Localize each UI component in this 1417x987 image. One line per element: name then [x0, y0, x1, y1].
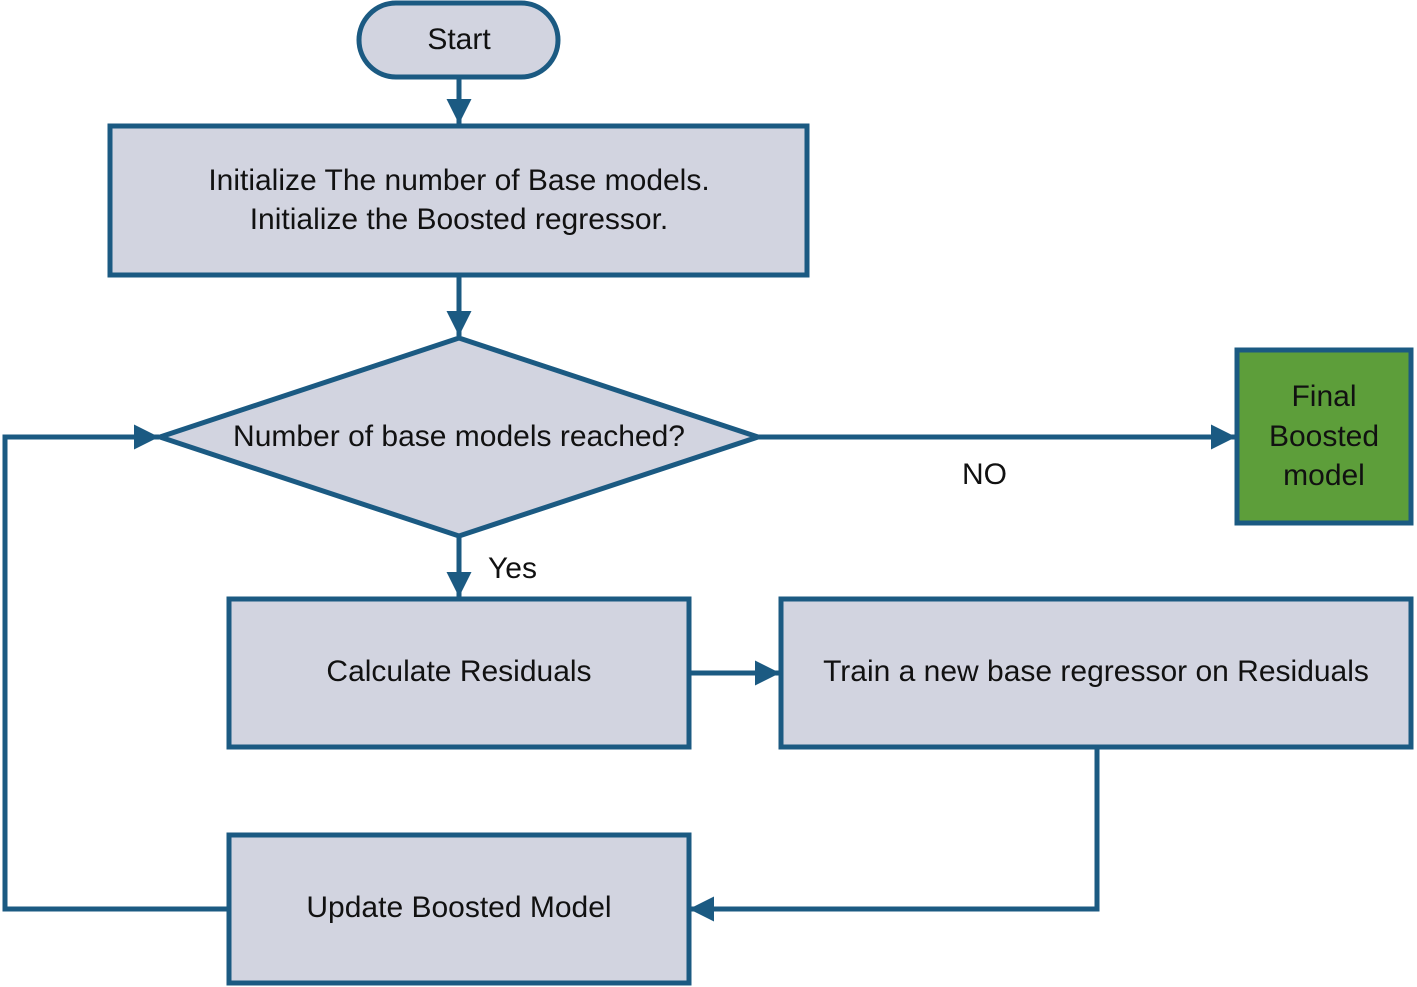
- final-model-label-line1: Final: [1291, 380, 1356, 413]
- initialize-node: Initialize The number of Base models. In…: [107, 123, 810, 278]
- final-model-label-line2: Boosted: [1269, 420, 1379, 453]
- arrow-train-to-update: [689, 747, 1100, 922]
- initialize-shape: [107, 123, 810, 278]
- connectors: [2, 77, 1236, 922]
- update-model-shape: [226, 832, 692, 986]
- calc-residuals-node: Calculate Residuals: [226, 596, 692, 750]
- calc-residuals-label: Calculate Residuals: [326, 655, 591, 688]
- final-model-shape: [1234, 347, 1414, 526]
- no-edge-label: NO: [962, 458, 1007, 491]
- update-model-label: Update Boosted Model: [306, 891, 611, 924]
- start-node: Start: [356, 0, 561, 80]
- final-model-node: Final Boosted model: [1234, 347, 1414, 526]
- train-regressor-shape: [778, 596, 1414, 750]
- decision-node: Number of base models reached?: [152, 335, 766, 539]
- yes-edge-label: Yes: [488, 552, 537, 585]
- final-model-label-line3: model: [1283, 459, 1365, 492]
- decision-shape: [152, 335, 766, 539]
- train-regressor-label: Train a new base regressor on Residuals: [823, 655, 1369, 688]
- update-model-node: Update Boosted Model: [226, 832, 692, 986]
- arrow-update-loop-to-decision: [2, 424, 229, 912]
- start-shape: [356, 0, 561, 80]
- start-label: Start: [427, 23, 491, 56]
- train-regressor-node: Train a new base regressor on Residuals: [778, 596, 1414, 750]
- initialize-label-line2: Initialize the Boosted regressor.: [250, 203, 669, 236]
- decision-label: Number of base models reached?: [233, 420, 685, 453]
- calc-residuals-shape: [226, 596, 692, 750]
- initialize-label-line1: Initialize The number of Base models.: [208, 164, 709, 197]
